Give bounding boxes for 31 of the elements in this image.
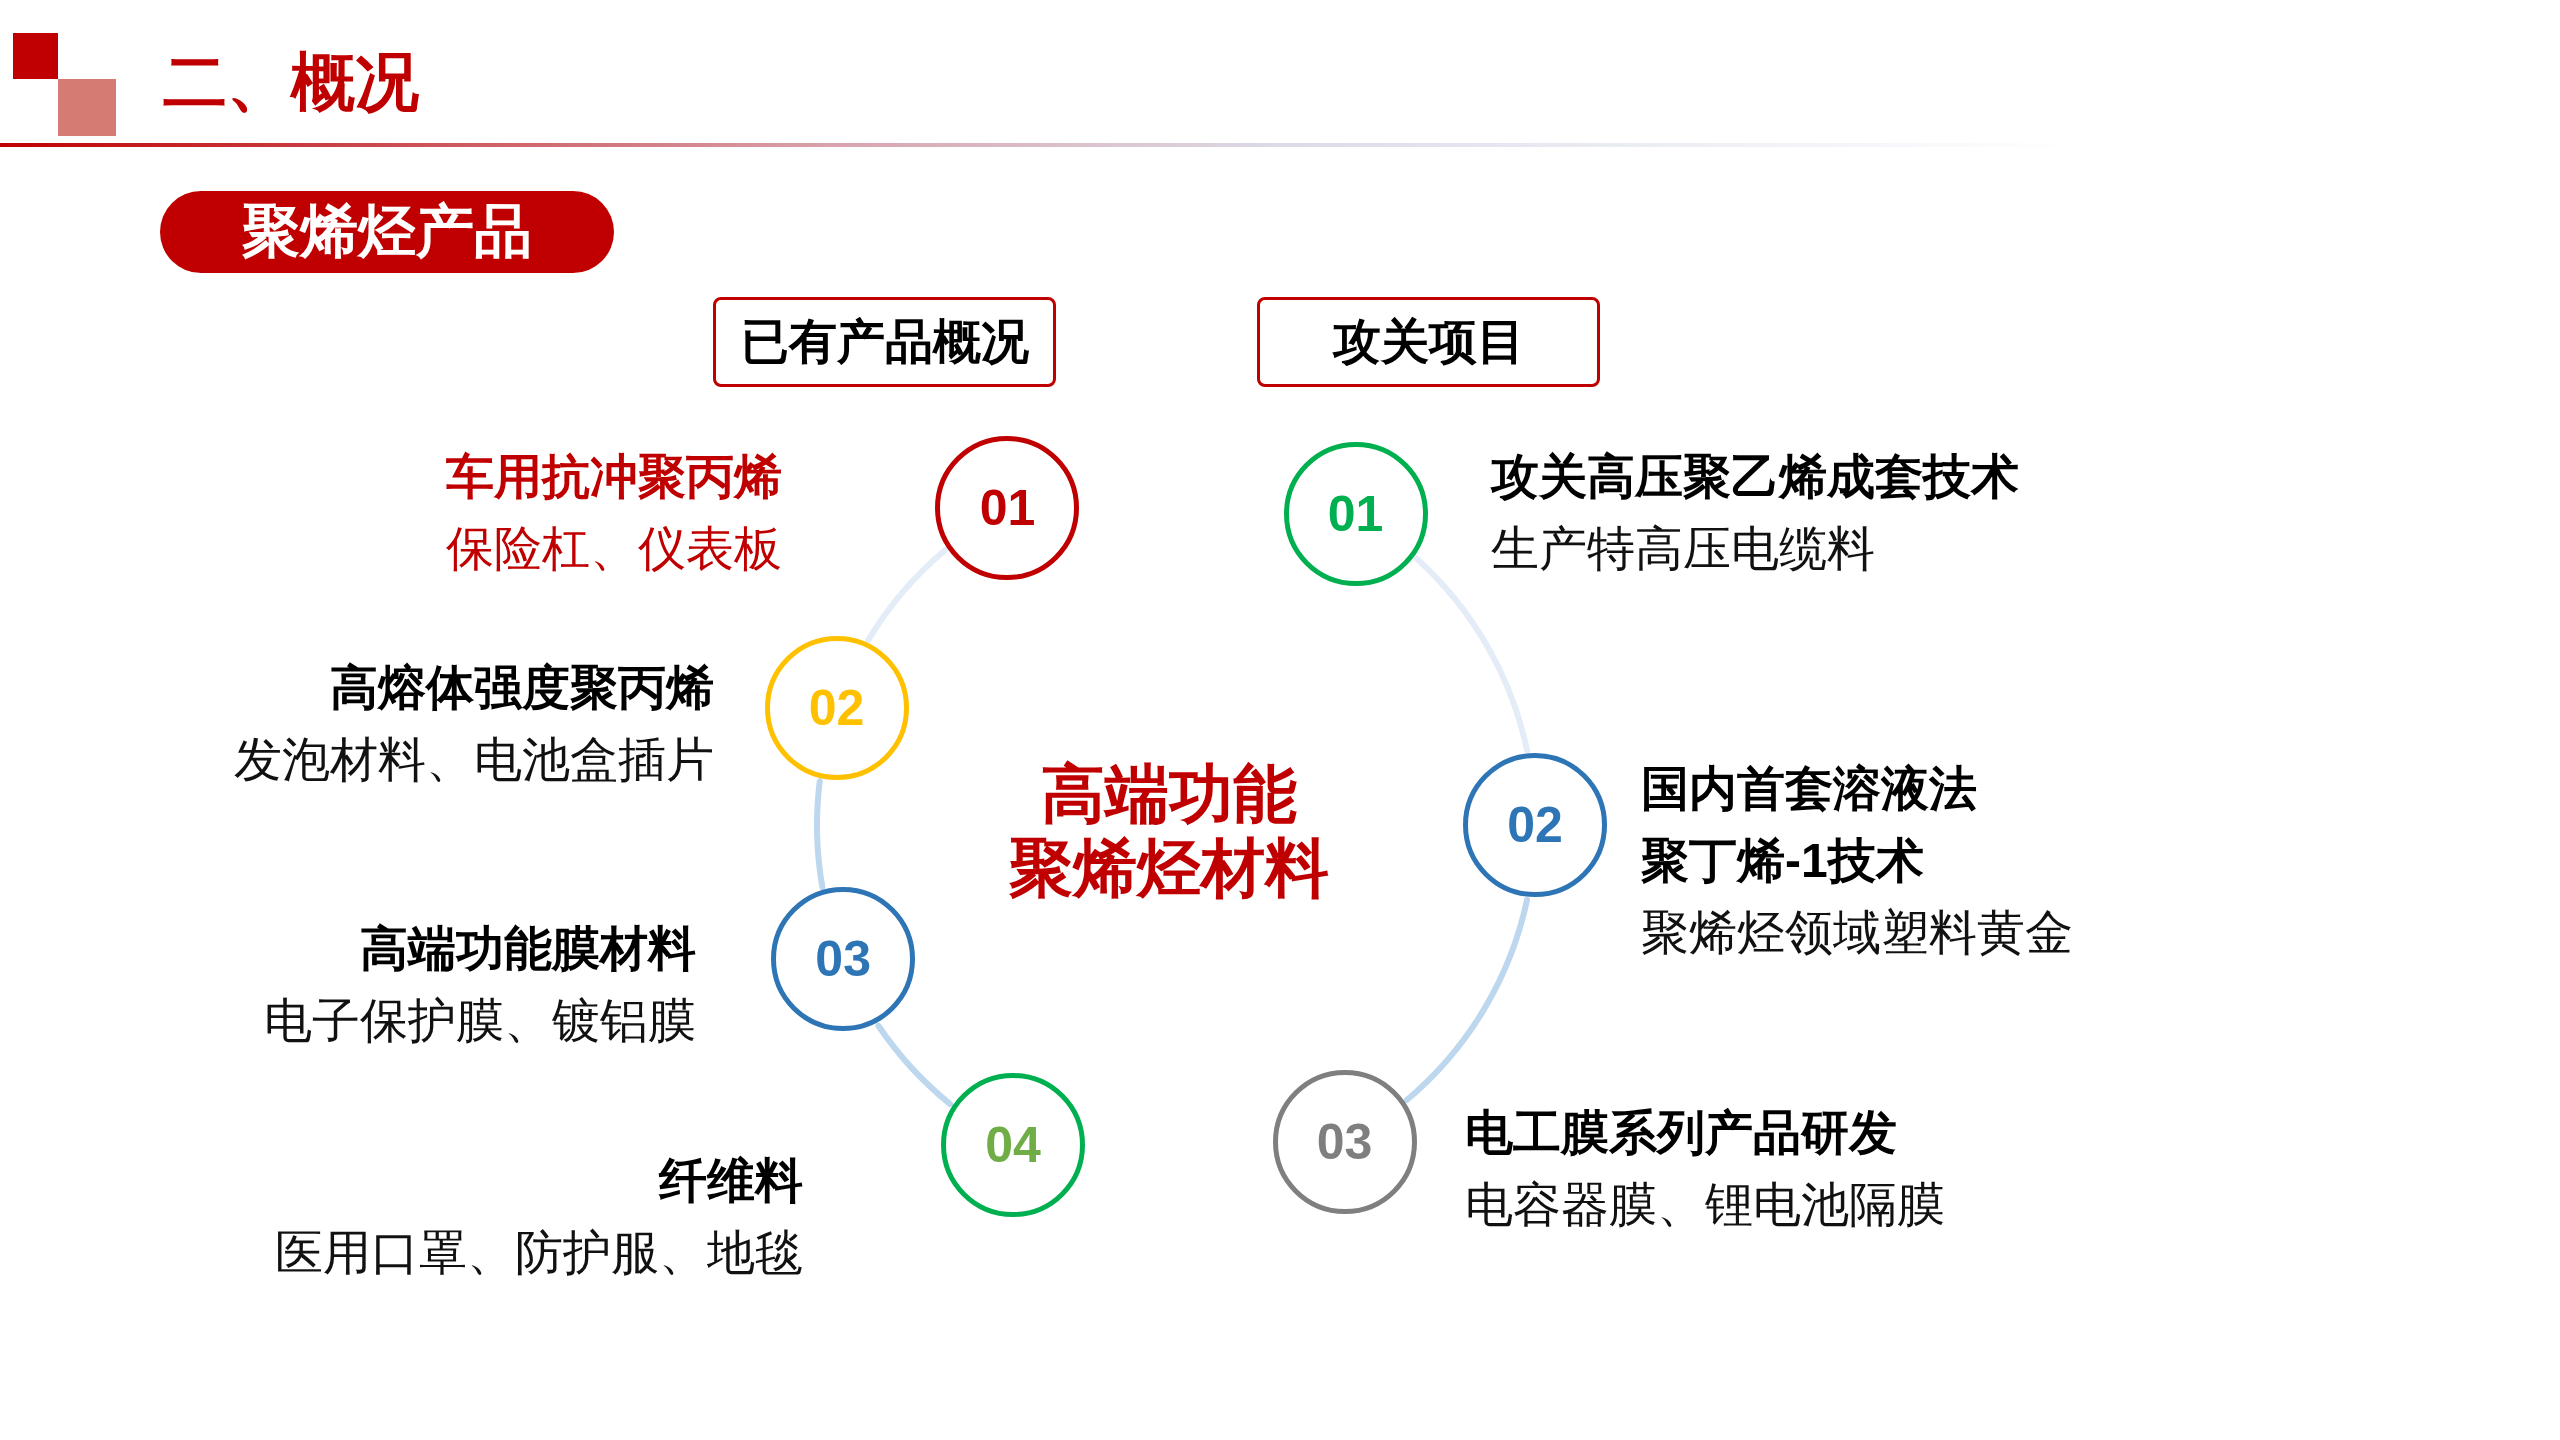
item-description: 电子保护膜、镀铝膜 — [264, 993, 696, 1049]
item-heading: 高端功能膜材料 — [360, 921, 696, 977]
center-heading: 高端功能聚烯烃材料 — [1009, 757, 1329, 905]
number-circle: 02 — [1463, 753, 1607, 897]
connector-arc — [875, 1022, 953, 1107]
item-heading: 电工膜系列产品研发 — [1465, 1105, 1897, 1161]
item-heading: 国内首套溶液法聚丁烯-1技术 — [1641, 761, 1978, 889]
item-description: 发泡材料、电池盒插片 — [234, 732, 714, 788]
heading-box: 攻关项目 — [1257, 297, 1600, 387]
section-tag: 聚烯烃产品 — [160, 191, 614, 273]
page-title: 二、概况 — [163, 48, 419, 116]
heading-box: 已有产品概况 — [713, 297, 1056, 387]
item-heading: 车用抗冲聚丙烯 — [446, 449, 782, 505]
number-circle: 01 — [935, 436, 1080, 580]
number-circle: 04 — [941, 1072, 1085, 1217]
number-circle: 03 — [771, 887, 916, 1032]
connector-arc — [1413, 555, 1531, 754]
connector-arc — [1403, 896, 1531, 1103]
item-description: 生产特高压电缆料 — [1491, 521, 1875, 577]
item-description: 医用口罩、防护服、地毯 — [275, 1225, 803, 1281]
number-circle: 01 — [1283, 442, 1428, 587]
number-circle: 03 — [1272, 1069, 1417, 1214]
item-heading: 攻关高压聚乙烯成套技术 — [1491, 449, 2019, 505]
item-heading: 高熔体强度聚丙烯 — [330, 660, 714, 716]
item-description: 电容器膜、锂电池隔膜 — [1465, 1177, 1945, 1233]
item-description: 保险杠、仪表板 — [446, 521, 782, 577]
number-circle: 02 — [764, 636, 909, 781]
item-heading: 纤维料 — [659, 1153, 803, 1209]
connector-arc — [865, 547, 949, 643]
connector-arc — [814, 778, 826, 891]
item-description: 聚烯烃领域塑料黄金 — [1641, 905, 2073, 961]
